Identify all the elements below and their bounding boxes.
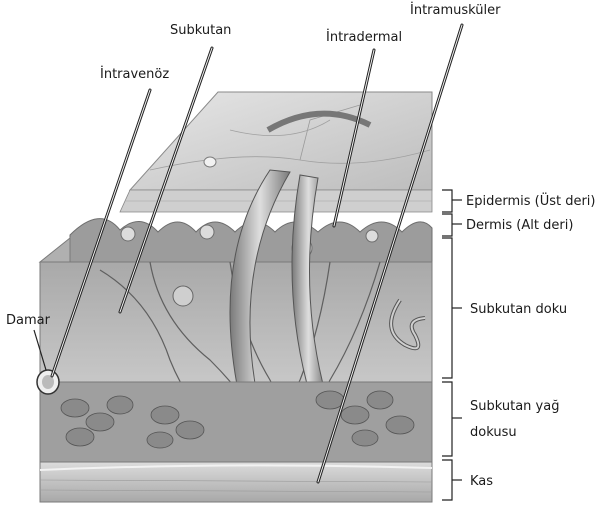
label-dermis: Dermis (Alt deri) [466, 218, 573, 233]
label-vessel: Damar [6, 313, 51, 328]
vein [37, 370, 59, 394]
label-subcutaneous-fat-line1: Subkutan yağ [470, 399, 559, 414]
subcutaneous-fat-layer [40, 382, 432, 462]
muscle-layer [40, 462, 432, 502]
label-subcutaneous-tissue: Subkutan doku [470, 302, 567, 317]
layer-brackets [442, 190, 462, 500]
label-subcutaneous: Subkutan [170, 23, 231, 38]
label-intradermal: İntradermal [326, 29, 402, 45]
label-muscle: Kas [470, 474, 493, 489]
label-subcutaneous-fat-line2: dokusu [470, 425, 517, 440]
label-intramuscular: İntramusküler [410, 2, 501, 18]
label-epidermis: Epidermis (Üst deri) [466, 192, 596, 209]
label-intravenous: İntravenöz [100, 66, 169, 82]
